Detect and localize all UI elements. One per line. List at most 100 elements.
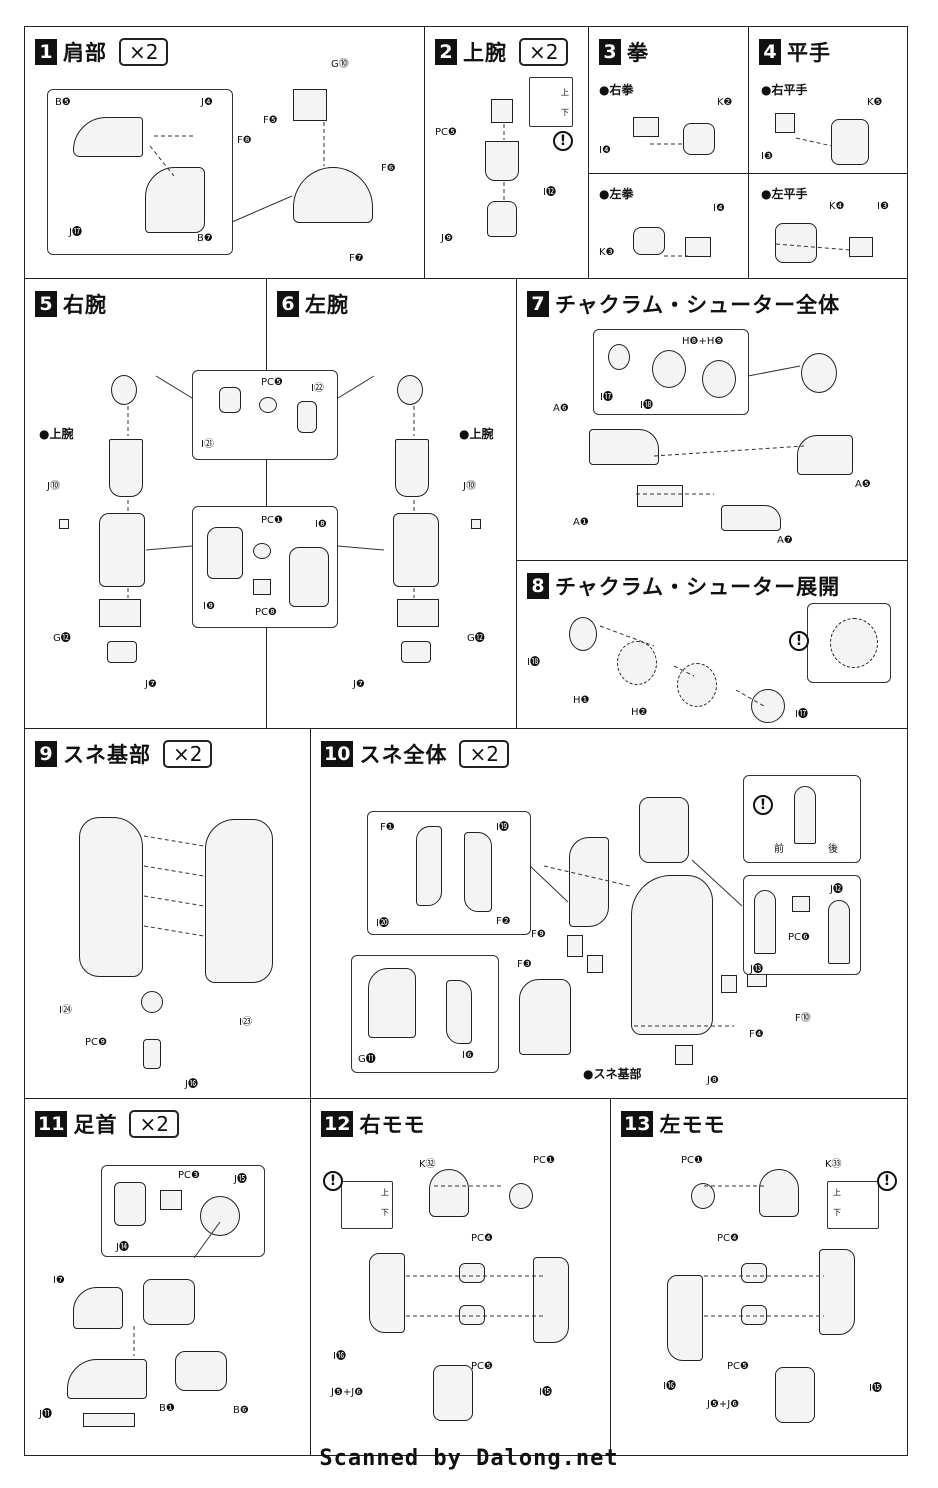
disc-part: [569, 617, 597, 651]
blade-ring-part: [677, 663, 717, 707]
ankle-joint-part: [200, 1196, 240, 1236]
part-label: I㉓: [239, 1017, 252, 1028]
caution-detail-inset: [807, 603, 891, 683]
launcher-lower-part: [721, 505, 781, 531]
pc-ball-part: [141, 991, 163, 1013]
chakram-assembled-part: [801, 353, 837, 393]
note-back: 後: [828, 844, 838, 855]
step-count: ×2: [119, 38, 169, 66]
part-label: J⓭: [750, 964, 763, 975]
step-header: 8 チャクラム・シューター展開: [527, 571, 840, 601]
part-label: B❶: [159, 1403, 175, 1414]
thigh-outer-part: [667, 1275, 703, 1361]
part-label: I⓬: [543, 187, 556, 198]
part-label: PC❸: [178, 1170, 200, 1181]
part-label: F❼: [349, 253, 364, 264]
instruction-sheet: 1 肩部 ×2 G⓾ B❺ J❹ F❺ F❽ F❻ J⓱ B❼ F❼ 2 上腕 …: [24, 26, 908, 1456]
launcher-side-part: [797, 435, 853, 475]
part-label: F❶: [380, 822, 395, 833]
shin-base-right-part: [205, 819, 273, 983]
step-number: 4: [759, 39, 781, 65]
note-bottom: 下: [833, 1208, 841, 1217]
part-label: I⓯: [869, 1383, 882, 1394]
part-label: I❻: [462, 1050, 474, 1061]
ankle-detail-inset: PC❸ J⓯ J⓮: [101, 1165, 265, 1257]
part-label: I❹: [713, 203, 725, 214]
part-label: F❽: [237, 135, 252, 146]
part-label: G⓬: [53, 633, 71, 644]
part-label: J⓯: [234, 1174, 247, 1185]
part-label: A❶: [573, 517, 589, 528]
step-7-panel: 7 チャクラム・シューター全体 H❽+H❾ I⓱ I⓲ A❻ A❺ A❶ A❼: [516, 278, 908, 562]
step-number: 12: [321, 1111, 354, 1137]
part-label: F⓾: [795, 1013, 811, 1024]
pc-part: [741, 1305, 767, 1325]
part-label: I❸: [761, 151, 773, 162]
step-title: 拳: [627, 41, 649, 65]
part-label: H❶: [573, 695, 590, 706]
shoulder-armor-part: [145, 167, 205, 233]
step-title: スネ全体: [359, 743, 448, 767]
part-label: A❼: [777, 535, 793, 546]
shin-side-armor-part: [569, 837, 609, 927]
step-count: ×2: [163, 740, 213, 768]
small-joint-part: [59, 519, 69, 529]
step-count: ×2: [129, 1110, 179, 1138]
step-number: 13: [621, 1111, 654, 1137]
heel-joint-part: [675, 1045, 693, 1065]
step-count: ×2: [459, 740, 509, 768]
pc-part: [792, 896, 810, 912]
step-header: 10 スネ全体 ×2: [321, 739, 509, 769]
shin-base-left-part: [79, 817, 143, 977]
heel-part: [175, 1351, 227, 1391]
step-title: 上腕: [463, 41, 507, 65]
part-label: PC❹: [717, 1233, 739, 1244]
elbow-hinge-part: [297, 401, 317, 433]
part-label: I⓱: [795, 709, 808, 720]
shin-cover-part: [368, 968, 416, 1038]
shin-cover-inset: G⓫ I❻: [351, 955, 499, 1073]
caution-icon: !: [753, 795, 773, 815]
step-header: 13 左モモ: [621, 1109, 725, 1139]
fist-part: [683, 123, 715, 155]
wrist-joint-part: [401, 641, 431, 663]
step-title: 肩部: [63, 41, 107, 65]
part-label: F❸: [517, 959, 532, 970]
part-label: PC❾: [85, 1037, 107, 1048]
part-label: I⓱: [600, 392, 613, 403]
part-label: PC❺: [471, 1361, 493, 1372]
sub-heading: ●左拳: [599, 187, 634, 201]
small-joint-part: [471, 519, 481, 529]
part-label: I⓯: [539, 1387, 552, 1398]
part-label: J❾: [441, 233, 453, 244]
step-header: 4 平手: [759, 37, 831, 67]
step-number: 1: [35, 39, 57, 65]
shoulder-blade-part: [73, 117, 143, 157]
part-label: H❷: [631, 707, 648, 718]
caution-icon: !: [323, 1171, 343, 1191]
upper-arm-part: [109, 439, 143, 497]
thigh-inner-part: [819, 1249, 855, 1335]
part-label: PC❺: [727, 1361, 749, 1372]
part-label: J⓮: [116, 1242, 129, 1253]
ankle-block-part: [143, 1279, 195, 1325]
step-number: 8: [527, 573, 549, 599]
step-title: 左モモ: [659, 1113, 726, 1137]
step-13-panel: 13 左モモ 上 下 ! PC❶ K㉝ PC❹ I⓰ PC❺ I⓯ J❺+J❻: [610, 1098, 908, 1456]
wrist-joint-part: [107, 641, 137, 663]
forearm-part: [99, 513, 145, 587]
part-label: J⓫: [39, 1409, 52, 1420]
step-12-panel: 12 右モモ 上 下 ! K㉜ PC❶ PC❹ I⓰ PC❺ I⓯ J❺+J❻: [310, 1098, 612, 1456]
armor-plate-part: [464, 832, 492, 912]
armor-plate-part: [416, 826, 442, 906]
step-title: 足首: [73, 1113, 118, 1137]
pc-part: [253, 579, 271, 595]
part-label: J❼: [145, 679, 157, 690]
shin-cover-part: [446, 980, 472, 1044]
part-label: B❺: [55, 97, 71, 108]
step-header: 1 肩部 ×2: [35, 37, 169, 67]
step-2-panel: 2 上腕 ×2 上 下 ! PC❺ I⓬ J❾: [424, 26, 590, 280]
elbow-detail-inset: PC❺ I㉒ I㉑: [192, 370, 338, 460]
part-label: I❽: [315, 519, 327, 530]
step-8-panel: 8 チャクラム・シューター展開 ! I⓲ H❶ H❷ I⓱: [516, 560, 908, 730]
